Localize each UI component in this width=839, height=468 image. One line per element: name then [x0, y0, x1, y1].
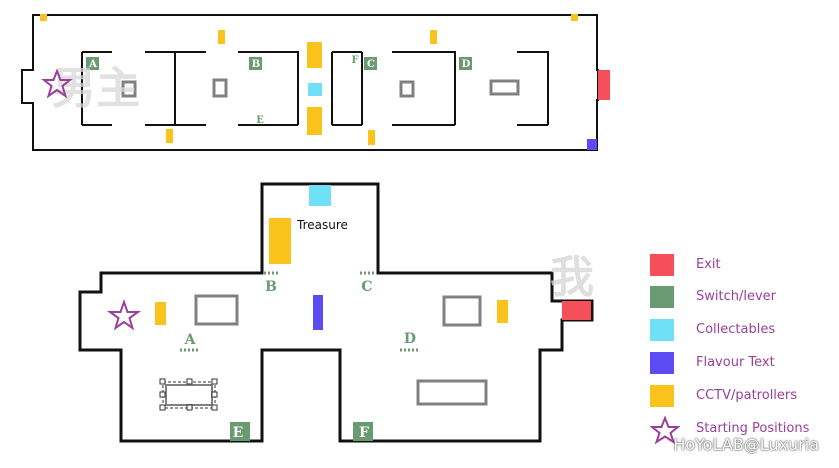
switch-marker-a [86, 57, 99, 70]
selected-obstacle [159, 378, 218, 411]
top-map-switches [86, 57, 472, 70]
top-map-room-2 [175, 51, 299, 126]
obstacle-box [212, 78, 228, 98]
switch-label-a: A [88, 59, 97, 70]
cctv-marker [430, 30, 437, 44]
bottom-flavour-text [313, 295, 323, 330]
bottom-switch-label-e: E [233, 425, 244, 441]
obstacle-box [442, 295, 482, 327]
legend-item-cctv: CCTV/patrollers [650, 385, 830, 409]
legend-label-start: Starting Positions [696, 421, 810, 436]
switch-label-b: B [252, 59, 260, 70]
top-map-obstacles [121, 78, 520, 98]
obstacle-box [489, 79, 520, 96]
top-map-exit [598, 70, 610, 100]
cctv-marker [218, 30, 225, 44]
bottom-start-star-icon [106, 298, 142, 331]
obstacle-box [416, 379, 488, 406]
cyan-square-icon [650, 319, 674, 341]
bottom-switch-f [353, 422, 373, 441]
switch-label-d: D [462, 59, 471, 70]
bottom-switch-e [230, 422, 250, 441]
bottom-obstacles [194, 294, 488, 406]
top-map-flavour-text [587, 139, 597, 150]
bottom-map-outer-wall [78, 182, 594, 443]
red-square-icon [650, 254, 674, 276]
legend-item-exit: Exit [650, 254, 830, 278]
bottom-switch-label-c: C [361, 279, 372, 295]
top-map-room-1 [81, 51, 176, 126]
switch-marker-b [249, 57, 262, 70]
switch-marker-d [459, 57, 472, 70]
switch-marker-c [364, 57, 377, 70]
top-map-collectable [308, 83, 322, 96]
cctv-marker [307, 107, 322, 135]
star-icon [650, 416, 680, 444]
obstacle-box [194, 294, 239, 326]
obstacle-box [121, 80, 137, 98]
bottom-exit [562, 301, 591, 320]
cctv-marker [307, 42, 322, 68]
treasure-label: Treasure [296, 218, 348, 232]
obstacle-box [399, 80, 415, 98]
bottom-cctv-right [497, 300, 508, 323]
legend-item-flavour: Flavour Text [650, 352, 830, 376]
bottom-switch-label-f: F [359, 425, 369, 441]
legend-item-switch: Switch/lever [650, 286, 830, 310]
yellow-square-icon [650, 385, 674, 407]
legend-label-collectable: Collectables [696, 322, 776, 337]
cctv-marker [368, 130, 375, 145]
top-map-switch-labels: A B C D [88, 59, 471, 70]
bottom-map-watermark: 我 [550, 252, 594, 303]
blue-square-icon [650, 352, 674, 374]
green-square-icon [650, 286, 674, 308]
top-map-watermark: 男主 [52, 63, 140, 114]
door-markers [180, 271, 418, 352]
legend-label-flavour: Flavour Text [696, 355, 775, 370]
cctv-marker [571, 14, 578, 21]
legend-label-cctv: CCTV/patrollers [696, 388, 798, 403]
bottom-switch-label-d: D [404, 331, 416, 347]
top-map-cctv [40, 14, 578, 145]
bottom-map [78, 182, 594, 443]
hoyolab-watermark: HoYoLAB@Luxuria [673, 435, 819, 454]
bottom-cctv-left [155, 302, 166, 325]
legend-item-start: Starting Positions [650, 416, 830, 444]
cctv-marker [166, 129, 173, 143]
switch-label-e: E [256, 115, 264, 126]
top-map-room-3 [331, 51, 425, 126]
legend-item-collectable: Collectables [650, 319, 830, 343]
bottom-switch-label-b: B [265, 279, 277, 295]
legend-label-switch: Switch/lever [696, 289, 777, 304]
switch-label-c: C [367, 59, 375, 70]
switch-label-f: F [351, 55, 358, 66]
legend-label-exit: Exit [696, 257, 721, 272]
top-start-star-icon [41, 68, 73, 99]
bottom-switch-label-a: A [184, 332, 197, 348]
bottom-collectable [309, 185, 331, 206]
cctv-marker [40, 14, 47, 21]
bottom-cctv-treasure [269, 218, 291, 264]
top-map-room-4 [425, 51, 549, 126]
